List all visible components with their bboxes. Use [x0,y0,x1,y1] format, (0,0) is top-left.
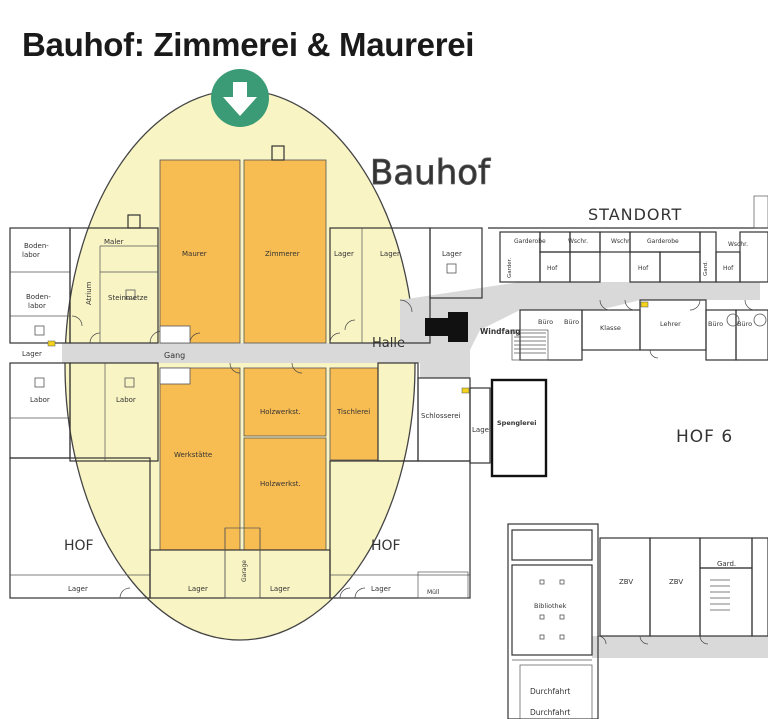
doors [71,299,756,645]
room-holzwerkst-2[interactable] [243,437,327,551]
label-garage: Garage [241,560,248,582]
label-garderobe-3: Garder. [507,258,513,278]
label-lager-e: Lager [472,426,492,434]
label-lager-s2: Lager [188,585,208,593]
label-tischlerei: Tischlerei [336,408,370,416]
label-bodenlabor-1a: Boden- [24,242,49,250]
room-zimmerer[interactable] [243,159,327,344]
label-bodenlabor-2a: Boden- [26,293,51,301]
label-bodenlabor-1b: labor [22,251,40,259]
accent-tags [47,301,649,394]
walls-left-wing [9,227,331,599]
label-bodenlabor-2b: labor [28,302,46,310]
label-hof-r3: Hof [723,265,734,272]
walls-south-east [417,523,768,719]
room-werkstaette[interactable] [159,367,241,551]
label-bauhof: Bauhof [370,153,491,193]
column-markers [34,263,767,640]
label-garderobe-2: Garderobe [647,238,679,245]
label-lager-n3: Lager [442,250,462,258]
label-standort: STANDORT [588,205,682,224]
label-labor-c: Labor [116,396,136,404]
spenglerei-outline [490,378,548,478]
label-wschr-3: Wschr. [728,241,748,248]
label-halle: Halle [372,336,405,351]
label-garderobe-4: Gard. [703,261,709,276]
highlighted-rooms [159,159,379,551]
label-maler: Maler [104,238,124,246]
walls-right-wing [488,195,768,361]
label-buero-4: Büro [737,320,752,328]
label-buero-2: Büro [564,318,579,326]
label-garderobe-s: Gard. [717,560,736,568]
label-zimmerer: Zimmerer [265,250,300,258]
label-zbv-2: ZBV [669,578,683,586]
label-lager-s1: Lager [68,585,88,593]
label-schlosserei: Schlosserei [421,412,461,420]
label-wschr-1: Wschr. [568,238,588,245]
room-tischlerei[interactable] [329,367,379,461]
label-lager-s3: Lager [270,585,290,593]
label-lager-n2: Lager [380,250,400,258]
label-hof-left: HOF [64,538,94,554]
room-holzwerkst-1[interactable] [243,367,327,437]
label-windfang: Windfang [480,327,521,336]
label-lager-w: Lager [22,350,42,358]
label-werkstaette: Werkstätte [174,451,212,459]
label-atrium: Atrium [85,281,93,305]
label-labor-w: Labor [30,396,50,404]
label-spenglerei: Spenglerei [497,419,537,427]
label-lager-n1: Lager [334,250,354,258]
label-zbv-1: ZBV [619,578,633,586]
page-title: Bauhof: Zimmerei & Maurerei [22,26,475,63]
corridors [62,282,768,658]
label-hof-mid: HOF [371,538,401,554]
label-steinmetze: Steinmetze [108,294,148,302]
location-marker [211,69,269,127]
label-wschr-2: Wschr. [611,238,631,245]
label-lehrer: Lehrer [660,320,681,328]
walls-center [127,145,548,599]
label-durchfahrt-1: Durchfahrt [530,687,570,696]
label-lager-s4: Lager [371,585,391,593]
label-buero-3: Büro [708,320,723,328]
arrow-down-icon [223,82,257,116]
label-hof6: HOF 6 [676,427,733,447]
label-gang: Gang [164,351,185,360]
label-hof-r2: Hof [638,265,649,272]
label-holzwerkst-2: Holzwerkst. [260,480,301,488]
room-maurer[interactable] [159,159,241,344]
label-hof-r1: Hof [547,265,558,272]
label-klasse: Klasse [600,324,621,332]
label-bibliothek: Bibliothek [534,602,567,610]
label-holzwerkst-1: Holzwerkst. [260,408,301,416]
label-durchfahrt-2: Durchfahrt [530,708,570,717]
label-buero-1: Büro [538,318,553,326]
label-maurer: Maurer [182,250,207,258]
label-garderobe-1: Garderobe [514,238,546,245]
label-muell: Müll [427,589,440,596]
